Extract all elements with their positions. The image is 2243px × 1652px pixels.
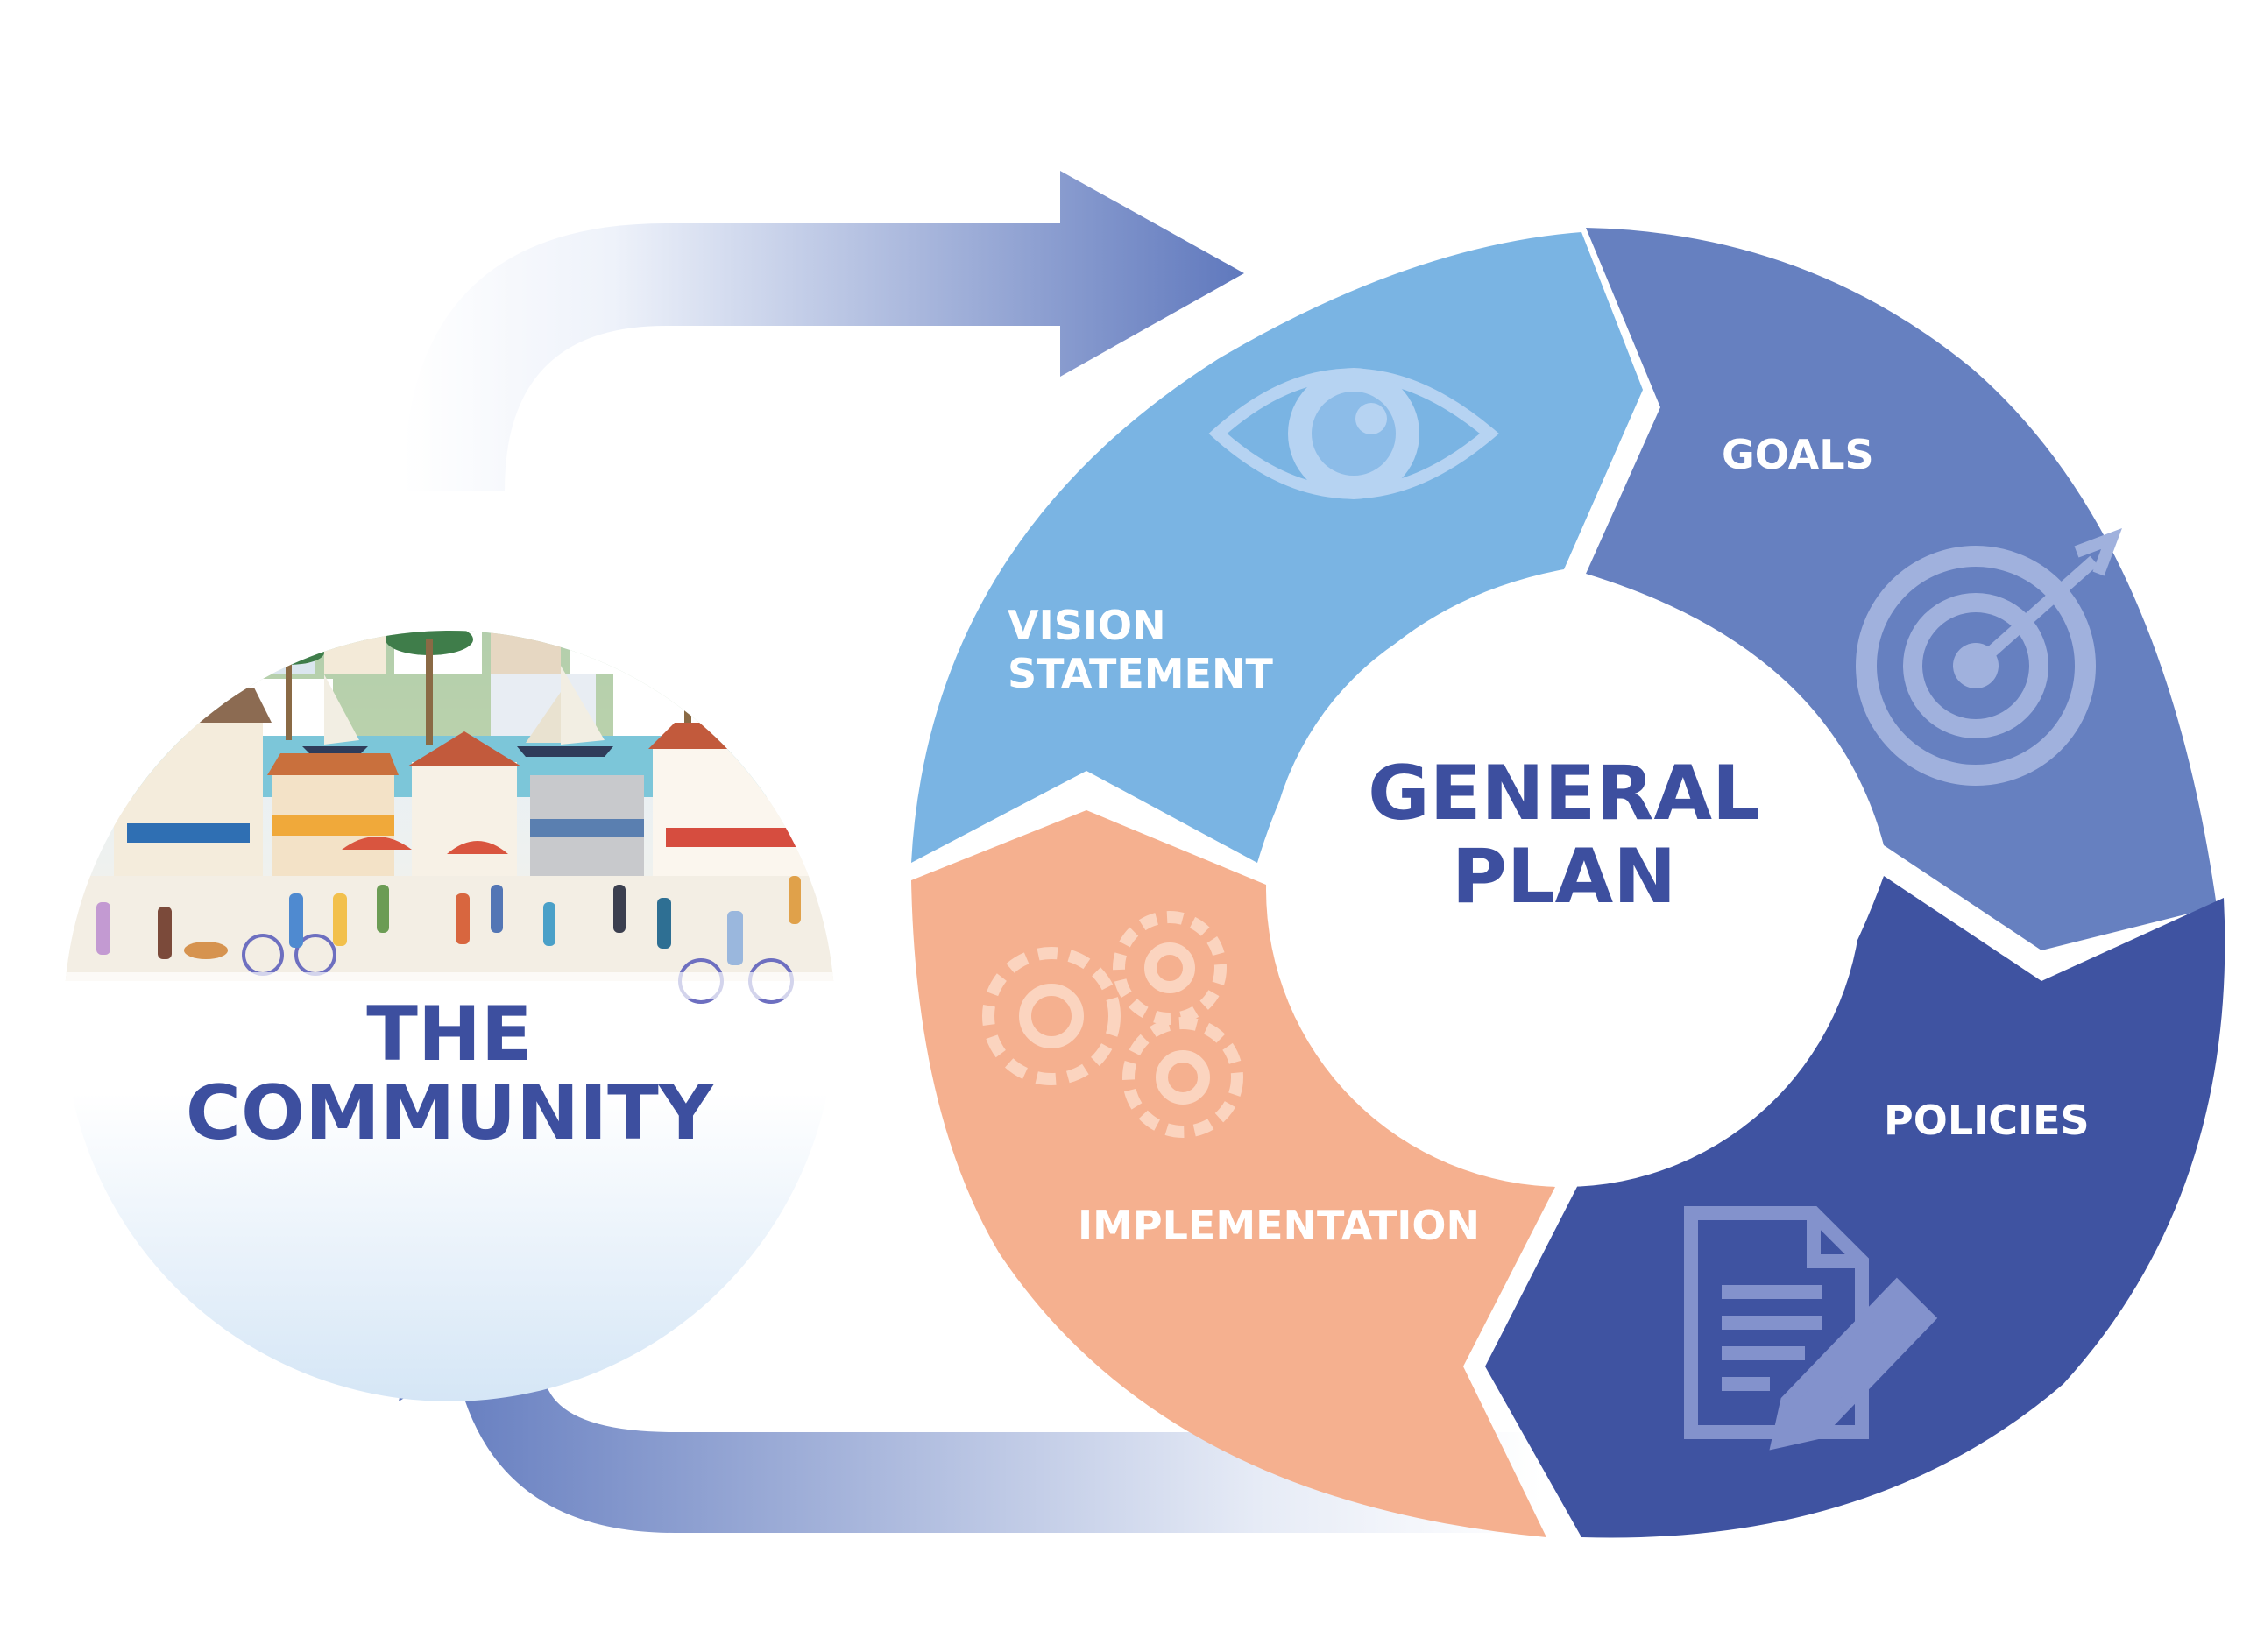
- sailboats: [302, 666, 613, 757]
- vision-label-line2: STATEMENT: [1008, 650, 1273, 697]
- community-illustration: [64, 631, 835, 1004]
- general-plan-title-line2: PLAN: [1452, 833, 1676, 921]
- community-title-line2: COMMUNITY: [186, 1070, 715, 1157]
- gears-icon: [982, 911, 1243, 1138]
- community-circle: THE COMMUNITY: [64, 631, 835, 1401]
- target-icon: [1856, 528, 2122, 786]
- vision-label-line1: VISION: [1008, 602, 1166, 649]
- general-plan-title-line1: GENERAL: [1368, 750, 1760, 837]
- community-title-line1: THE: [366, 991, 532, 1078]
- document-pencil-icon: [1684, 1206, 1938, 1451]
- eye-icon: [1208, 368, 1499, 499]
- implementation-label: IMPLEMENTATION: [1078, 1202, 1480, 1249]
- top-flow-arrow: [403, 171, 1244, 491]
- goals-label: GOALS: [1722, 431, 1874, 478]
- policies-label: POLICIES: [1884, 1097, 2090, 1144]
- vision-segment: [911, 232, 1643, 863]
- cafe-umbrellas: [342, 837, 508, 854]
- policies-segment: [1485, 876, 2225, 1538]
- general-plan-cycle: VISION STATEMENT GOALS POLICIES IMPLEMEN…: [911, 228, 2225, 1538]
- general-plan-center: [1266, 591, 1862, 1187]
